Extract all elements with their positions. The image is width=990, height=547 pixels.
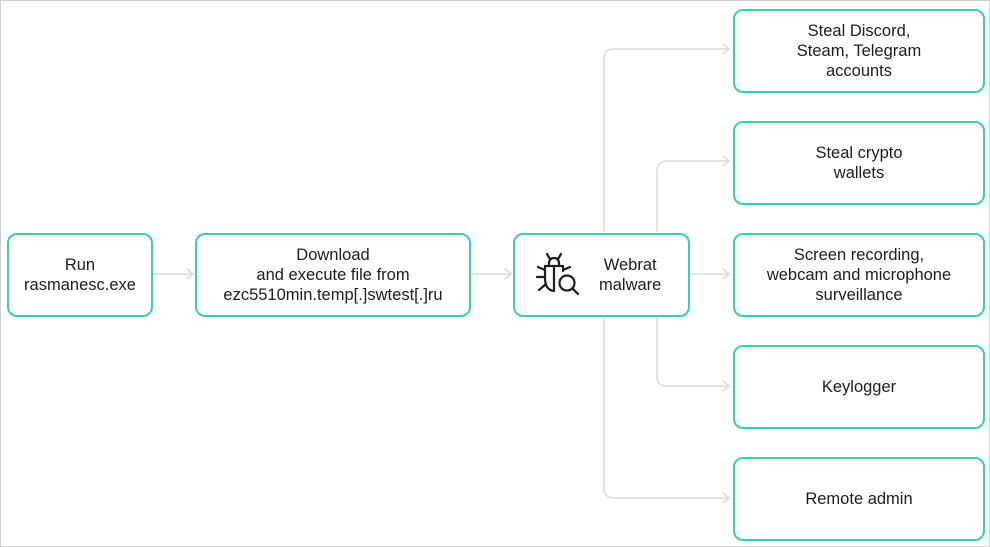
arrowhead-crypto bbox=[722, 155, 730, 167]
node-capability-discord: Steal Discord, Steam, Telegram accounts bbox=[733, 9, 985, 93]
arrowhead-remote bbox=[722, 492, 730, 504]
capability-label: Remote admin bbox=[805, 490, 913, 508]
node-capability-keylogger: Keylogger bbox=[733, 345, 985, 429]
connector-webrat-keylogger bbox=[656, 317, 730, 387]
arrowhead-discord bbox=[722, 43, 730, 55]
connector-webrat-remote bbox=[603, 317, 730, 499]
connector-webrat-crypto bbox=[656, 160, 730, 232]
capability-label: Steal crypto wallets bbox=[815, 144, 903, 182]
bug-search-icon bbox=[535, 252, 580, 296]
connector-webrat-discord bbox=[603, 48, 730, 232]
node-webrat-label: Webrat malware bbox=[599, 256, 662, 294]
capability-label: Steal Discord, Steam, Telegram accounts bbox=[796, 22, 922, 80]
node-download-label: Download and execute file from ezc5510mi… bbox=[223, 246, 443, 304]
arrowhead-run-download bbox=[186, 268, 194, 280]
capability-label: Screen recording, webcam and microphone … bbox=[766, 246, 952, 304]
arrowhead-download-webrat bbox=[504, 268, 512, 280]
node-run-label: Run rasmanesc.exe bbox=[24, 256, 136, 294]
node-capability-screen-recording: Screen recording, webcam and microphone … bbox=[733, 233, 985, 317]
node-webrat: Webrat malware bbox=[513, 233, 690, 317]
node-run: Run rasmanesc.exe bbox=[7, 233, 153, 317]
node-capability-remote-admin: Remote admin bbox=[733, 457, 985, 541]
node-download: Download and execute file from ezc5510mi… bbox=[195, 233, 471, 317]
capability-label: Keylogger bbox=[821, 378, 897, 396]
arrowhead-screen bbox=[722, 268, 730, 280]
arrowhead-keylogger bbox=[722, 380, 730, 392]
node-capability-crypto: Steal crypto wallets bbox=[733, 121, 985, 205]
